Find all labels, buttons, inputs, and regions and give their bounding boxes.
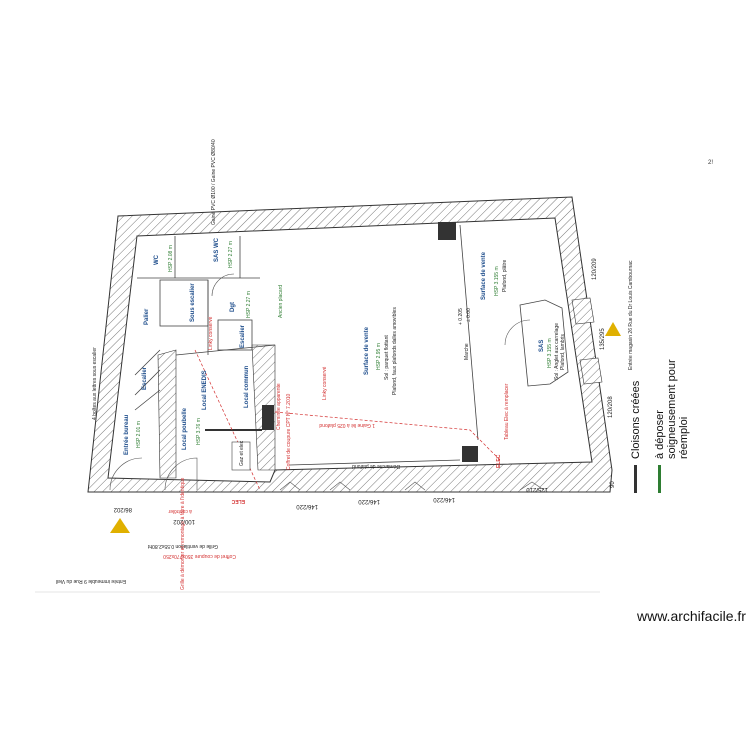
annotation-grille: Grille de ventilation 0.55x2.80ht	[147, 543, 218, 549]
annotation-pvc: Gaine PVC Ø100 / Gaine PVC Ø80/40	[211, 139, 217, 225]
dimension-corner: 90	[610, 481, 616, 488]
label-wc-hsp: HSP 2.08 m	[168, 245, 174, 272]
dimension-right-lower: 120/208	[608, 396, 614, 418]
label-sas-wc-hsp: HSP 2.27 m	[228, 241, 234, 268]
interior-wall-stair	[157, 349, 177, 479]
annotation-coffret-bas: Coffret de coupure 350x770x250	[163, 553, 236, 559]
label-sas-wc: SAS WC	[214, 237, 220, 262]
dimension-door-right: 125/210	[526, 486, 548, 492]
dimension-window-1: 146/220	[296, 503, 318, 509]
dimension-right-upper: 120/209	[592, 258, 598, 280]
label-local-poubelle: Local poubelle	[182, 407, 188, 450]
legend-swatch-reuse	[658, 465, 661, 493]
annotation-demarche: Démarche de plafond	[352, 463, 400, 469]
entry-marker-right	[605, 322, 621, 336]
gaine-line	[194, 349, 261, 491]
doors	[109, 273, 545, 491]
label-sas: SAS	[539, 340, 545, 352]
annotation-ancien: Ancien placard	[278, 285, 284, 318]
entrance-left-label: Entrée immeuble 9 Rue du Vieil	[56, 578, 126, 584]
dimension-right-mid: 135/295	[600, 328, 606, 350]
label-wc: WC	[154, 254, 160, 265]
label-escalier-2: Escalier	[142, 366, 148, 390]
label-surface-vente-1: Surface de vente	[364, 326, 370, 375]
annotation-gaine: 1 Gaine lié à 025 plafond	[319, 422, 375, 428]
label-gaz: Gaz et elec	[239, 440, 245, 466]
label-dgt-hsp: HSP 2.27 m	[246, 291, 252, 318]
label-sous-escalier: Sous escalier	[190, 283, 196, 322]
annotation-linky-2: Linky conservé	[208, 316, 214, 350]
label-sas-plafond: Plafond, lambris	[560, 334, 566, 370]
annotation-boites: 4 boîtes aux lettres sous escalier	[92, 347, 98, 420]
page-marker: 2!	[708, 160, 714, 166]
dimension-window-2: 146/220	[358, 498, 380, 504]
label-dgt: Dgt	[230, 302, 236, 312]
column	[262, 405, 274, 430]
label-entree-bureau-hsp: HSP 2.01 m	[136, 421, 142, 448]
label-local-enedis: Local ENEDIS	[202, 370, 208, 410]
dimension-door-left: 86/202	[113, 506, 132, 512]
label-surface-vente-2-hsp: HSP 3.155 m	[494, 266, 500, 296]
column	[438, 222, 456, 240]
annotation-marche: Marche	[464, 343, 470, 360]
annotation-cloture: Grille à démonter et remontage à faire à…	[180, 477, 186, 590]
annotation-cheminee: Cheminée apparente	[276, 383, 282, 430]
partitions	[134, 224, 569, 466]
annotation-tableau: Tableau Elec à remplacer	[504, 383, 510, 440]
label-sas-hsp: HSP 3.155 m	[547, 338, 553, 368]
footer-website: www.archifacile.fr	[637, 608, 746, 624]
entry-marker-left	[110, 518, 130, 533]
legend: Cloisons créées à déposer soigneusement …	[630, 359, 710, 495]
column	[462, 446, 478, 462]
label-sas-sol: Sol : Anglet aux carrelage	[554, 323, 560, 380]
label-surface-vente-2: Surface de vente	[481, 251, 487, 300]
label-surface-vente-1-hsp: HSP 2.95 m	[376, 343, 382, 370]
annotation-elec-2: ELEC	[496, 454, 502, 468]
label-surface-vente-1-plafond: Plafond, faux plafonds dalles amovibles	[392, 307, 398, 395]
label-escalier: Escalier	[240, 324, 246, 348]
dimension-door-poubelle: 100/202	[173, 518, 195, 524]
annotation-niveau-1: + 0.205	[458, 308, 464, 325]
label-palier: Palier	[144, 308, 150, 325]
annotation-niveau-2: ± 0.00	[466, 308, 472, 322]
entrance-right-label: Entrée magasin 26 Rue du Dr Louis Cambou…	[628, 260, 634, 370]
annotation-coffret: Coffret de coupure CPT N° 7.2010	[286, 393, 292, 470]
legend-swatch-created	[634, 465, 637, 493]
annotation-linky: Linky conservé	[322, 366, 328, 400]
label-surface-vente-2-plafond: Plafond, plâtre	[502, 260, 508, 292]
legend-label-created: Cloisons créées	[630, 380, 642, 459]
label-surface-vente-1-sol: Sol : parquet flottant	[384, 335, 390, 380]
interior-wall-sas-left	[571, 297, 595, 325]
label-entree-bureau: Entrée bureau	[124, 414, 130, 455]
dimension-window-3: 146/220	[433, 496, 455, 502]
gas-meter-box	[231, 441, 251, 471]
label-local-poubelle-hsp: HSP 3.76 m	[196, 418, 202, 445]
legend-label-reuse: à déposer soigneusement pour réemploi	[654, 359, 690, 459]
gaine-line	[274, 411, 501, 461]
label-local-commun: Local commun	[244, 365, 250, 408]
interior-wall-sas-right	[579, 357, 603, 385]
annotation-elec: ELEC	[231, 498, 245, 504]
annotation-a-controler: à contrôler	[168, 508, 192, 514]
